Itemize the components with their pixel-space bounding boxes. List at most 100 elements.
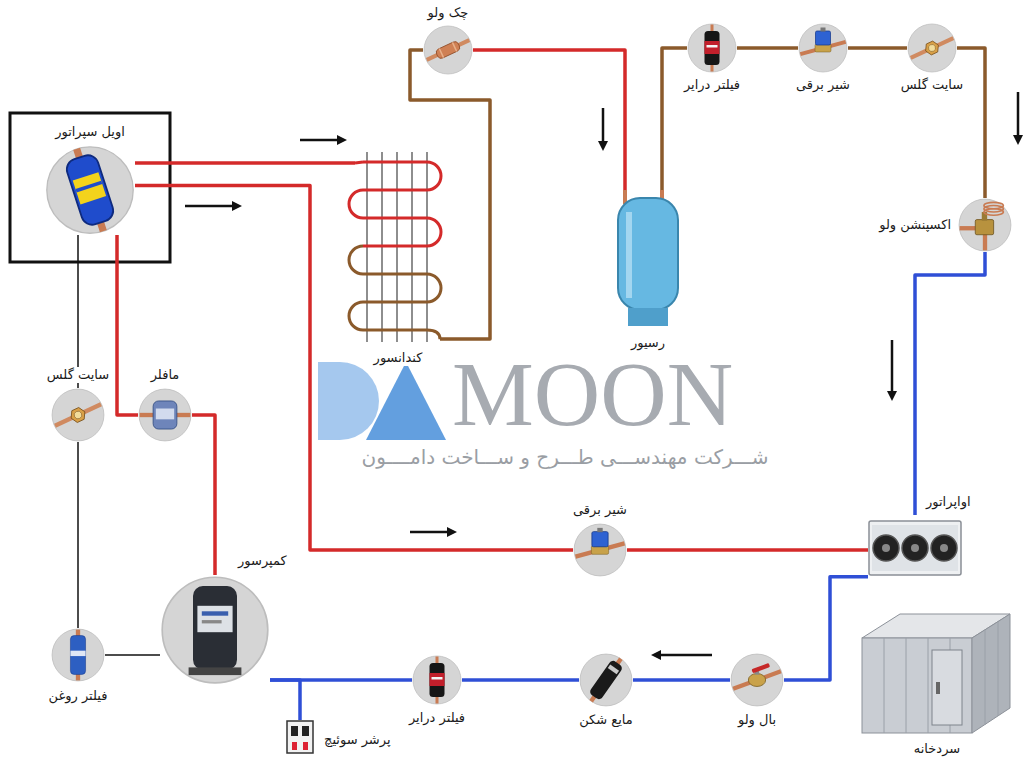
- component-label: پرشر سوئیچ: [322, 732, 393, 748]
- liquid-separator-part: [585, 655, 626, 706]
- component-label: مافلر: [149, 367, 182, 383]
- filter-drier-part: [705, 41, 720, 54]
- component-label: فیلتر روغن: [47, 688, 110, 704]
- component-label: سردخانه: [912, 741, 962, 757]
- solenoid-valve-part: [799, 24, 847, 72]
- evaporator-part: [873, 535, 899, 561]
- filter-drier-part: [688, 24, 736, 72]
- filter-drier-part: [413, 656, 461, 704]
- check-valve-part: [426, 38, 470, 61]
- compressor-shape: [160, 575, 270, 685]
- evaporator-part: [882, 544, 890, 552]
- receiver-part: [628, 308, 668, 326]
- ball-valve: بال ولو: [730, 653, 784, 707]
- condenser-part: [427, 218, 441, 246]
- ball-valve-part: [732, 669, 781, 690]
- compressor-part: [162, 577, 268, 683]
- oil-separator-part: [61, 144, 119, 236]
- oil-filter-part: [70, 651, 85, 656]
- logo-triangle: [366, 362, 446, 440]
- filter-drier: فیلتر درایر: [687, 23, 737, 73]
- flow-arrow: [300, 139, 338, 142]
- cold-room-part: [928, 638, 929, 733]
- logo-d: [318, 362, 379, 440]
- check-valve-part: [425, 36, 472, 65]
- liquid-separator-part: [580, 654, 632, 706]
- cold-room-part: [985, 630, 986, 725]
- check-valve-part: [424, 26, 472, 74]
- cold-room-part: [998, 622, 999, 716]
- pressure-switch-part: [291, 726, 298, 736]
- condenser-shape: [355, 150, 440, 345]
- flow-arrow-head: [447, 527, 457, 537]
- component-label: فیلتر درایر: [407, 710, 467, 726]
- cold-room-part: [972, 614, 1010, 733]
- refrigerant-pipe: [915, 252, 985, 515]
- sight-glass-part: [910, 36, 954, 59]
- expansion-valve-shape: [958, 198, 1012, 252]
- refrigerant-pipe: [662, 48, 687, 190]
- liquid-separator-part: [588, 659, 623, 701]
- ball-valve-part: [731, 654, 783, 706]
- solenoid-valve-part: [597, 528, 602, 532]
- refrigerant-pipe: [633, 678, 730, 682]
- component-label: بال ولو: [736, 712, 778, 728]
- solenoid-valve-part: [816, 31, 831, 45]
- oil-filter: فیلتر روغن: [51, 628, 105, 682]
- flow-arrow: [602, 108, 605, 142]
- component-label: کمپرسور: [236, 553, 289, 569]
- check-valve-shape: [423, 25, 473, 75]
- flow-arrow-head: [232, 201, 242, 211]
- flow-arrow-head: [887, 391, 897, 401]
- check-valve: چک ولو: [423, 25, 473, 75]
- component-label: سایت گلس: [45, 367, 111, 383]
- watermark-logo: MOON: [452, 348, 733, 440]
- flow-arrow: [1017, 92, 1020, 136]
- oil-separator: اویل سپراتور: [45, 145, 135, 235]
- filter-drier-part: [430, 673, 445, 686]
- condenser-part: [349, 246, 363, 274]
- expansion-valve-part: [983, 233, 987, 251]
- expansion-valve-part: [984, 202, 1003, 215]
- condenser-part: [363, 273, 427, 276]
- cold-room-part: [932, 650, 962, 725]
- solenoid-valve: شیر برقی: [573, 523, 627, 577]
- liquid-separator: مایع شکن: [579, 653, 633, 707]
- compressor-part: [202, 611, 228, 615]
- refrigerant-pipe: [410, 50, 490, 339]
- oil-separator-shape: [45, 145, 135, 235]
- evaporator-part: [902, 535, 928, 561]
- receiver-shape: [612, 190, 684, 330]
- oil-separator-part: [64, 152, 116, 227]
- cold-room-part: [862, 638, 972, 733]
- ball-valve-shape: [730, 653, 784, 707]
- filter-drier-part: [707, 45, 718, 48]
- condenser-part: [355, 162, 363, 163]
- flow-arrow: [185, 205, 233, 208]
- sight-glass-part: [927, 43, 936, 52]
- refrigerant-pipe: [105, 654, 160, 656]
- solenoid-valve-part: [592, 532, 608, 547]
- refrigerant-pipe: [784, 577, 868, 680]
- refrigerant-pipe: [473, 50, 625, 190]
- solenoid-valve-part: [821, 28, 826, 32]
- filter-drier-part: [705, 31, 720, 65]
- highlight-frame: [10, 113, 170, 262]
- muffler-part: [156, 409, 174, 420]
- evaporator-part: [911, 544, 919, 552]
- refrigerant-pipe: [135, 161, 355, 165]
- oil-filter-part: [70, 636, 85, 675]
- condenser-part: [427, 330, 440, 339]
- flow-arrow: [410, 531, 448, 534]
- filter-drier-shape: [687, 23, 737, 73]
- refrigerant-pipe: [848, 46, 907, 50]
- muffler-part: [139, 389, 191, 441]
- evaporator-part: [940, 544, 948, 552]
- oil-separator-part: [73, 172, 106, 204]
- cold-room-shape: [862, 610, 1012, 735]
- condenser-part: [427, 274, 441, 302]
- expansion-valve-part: [960, 226, 976, 230]
- muffler-part: [153, 401, 177, 429]
- filter-drier-part: [430, 663, 445, 697]
- receiver-part: [626, 212, 632, 298]
